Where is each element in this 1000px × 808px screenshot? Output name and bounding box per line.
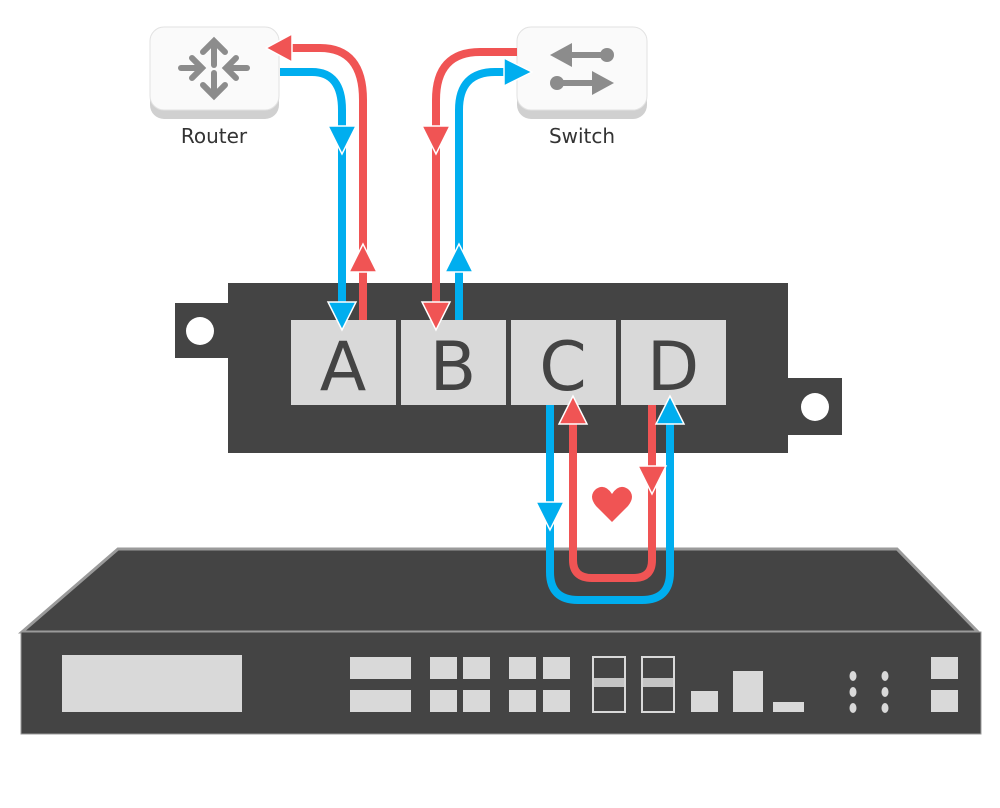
arrow-down-icon <box>420 125 452 156</box>
port-a[interactable]: A <box>291 320 396 407</box>
router-to-a-path <box>280 68 346 320</box>
arrow-up-icon <box>654 394 686 425</box>
c-to-d-path <box>546 405 674 604</box>
traffic-paths <box>280 44 674 604</box>
router-device: Router <box>149 26 280 148</box>
arrow-down-icon <box>326 125 358 156</box>
arrowheads <box>264 32 686 532</box>
port-c-label: C <box>539 328 586 407</box>
arrow-down-icon <box>326 301 358 332</box>
arrow-up-icon <box>443 242 475 273</box>
arrow-left-icon <box>264 32 293 64</box>
switch-device: Switch <box>516 26 648 148</box>
b-to-switch-path <box>455 68 515 320</box>
port-d-label: D <box>647 328 699 407</box>
router-label: Router <box>181 124 248 148</box>
a-to-router-path <box>290 44 367 320</box>
switch-to-b-path <box>432 48 517 320</box>
arrow-up-icon <box>557 394 589 425</box>
lcd-display <box>62 655 242 712</box>
router-icon <box>178 36 250 101</box>
network-appliance <box>17 547 982 735</box>
mounting-hole <box>801 393 829 421</box>
sfp-ports <box>592 656 675 713</box>
arrow-right-icon <box>503 56 534 88</box>
port-b[interactable]: B <box>401 320 506 407</box>
switch-label: Switch <box>549 124 615 148</box>
ethernet-ports <box>350 657 958 712</box>
port-b-label: B <box>430 328 477 407</box>
arrow-up-icon <box>347 242 379 273</box>
arrow-down-icon <box>534 501 566 532</box>
switch-icon <box>550 43 614 95</box>
status-leds <box>849 671 889 713</box>
arrow-down-icon <box>636 465 668 496</box>
heart-icon <box>592 486 632 522</box>
port-a-label: A <box>320 328 367 407</box>
bypass-module: A B C D <box>175 283 842 453</box>
d-to-c-path <box>569 405 656 582</box>
aux-ports <box>691 671 804 712</box>
port-c[interactable]: C <box>511 320 616 407</box>
mounting-hole <box>186 317 214 345</box>
arrow-down-icon <box>420 301 452 332</box>
port-d[interactable]: D <box>621 320 726 407</box>
